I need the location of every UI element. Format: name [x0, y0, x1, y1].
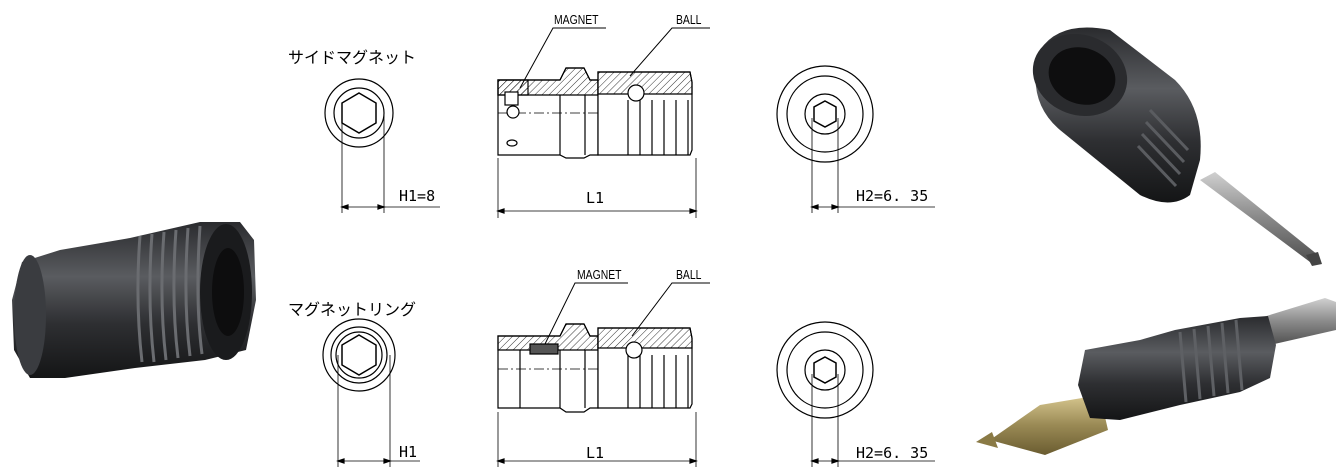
row2-title: マグネットリング: [288, 300, 417, 319]
row2-front-view: [322, 318, 420, 467]
row1-section-view: [496, 27, 710, 218]
row2-ball-label: BALL: [676, 267, 702, 282]
row2-l1-dimension: L1: [586, 444, 605, 462]
product-photo-with-hex-wrench: [1032, 27, 1322, 266]
row1-magnet-label: MAGNET: [554, 12, 599, 27]
row2-section-view: [496, 282, 710, 467]
row1-front-view: [324, 78, 440, 213]
row2-h2-dimension: H2=6. 35: [856, 444, 929, 462]
row1-rear-view: [776, 65, 935, 213]
row1-ball-label: BALL: [676, 12, 702, 27]
row1-h2-dimension: H2=6. 35: [856, 187, 929, 205]
row1-title: サイドマグネット: [288, 48, 417, 67]
row2-h1-dimension: H1: [399, 443, 418, 461]
product-photo-with-driver-bit: [976, 298, 1336, 455]
row1-h1-dimension: H1=8: [399, 187, 436, 205]
row2-rear-view: [776, 321, 935, 467]
product-photo-socket: [12, 222, 256, 378]
row1-l1-dimension: L1: [586, 189, 605, 207]
row2-magnet-label: MAGNET: [577, 267, 622, 282]
